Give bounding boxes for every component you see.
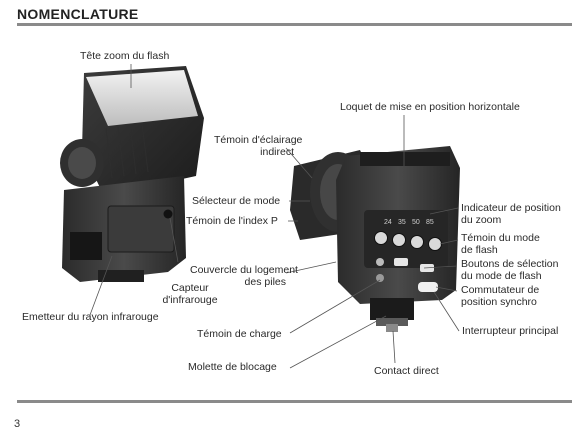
mode-button-1 <box>374 231 388 245</box>
label-capteur-line1: Capteur <box>171 282 209 294</box>
battery-cover <box>107 205 175 253</box>
label-temoin-eclairage: Témoin d'éclairage indirect <box>214 134 303 158</box>
zoom-scale-35: 35 <box>398 219 406 226</box>
label-couvercle: Couvercle du logement des piles <box>190 264 298 288</box>
mode-button-3 <box>410 235 424 249</box>
label-temoin-mode-line1: Témoin du mode <box>461 232 540 244</box>
label-tete-zoom: Tête zoom du flash <box>80 50 170 62</box>
main-switch <box>418 282 438 292</box>
right-flash-unit: 24 35 50 85 <box>290 146 460 332</box>
zoom-scale-85: 85 <box>426 219 434 226</box>
mode-button-2 <box>392 233 406 247</box>
label-boutons-selection: Boutons de sélection du mode de flash <box>461 258 558 282</box>
label-indicateur-line1: Indicateur de position <box>461 202 561 214</box>
label-temoin-eclairage-line1: Témoin d'éclairage <box>214 134 303 146</box>
label-temoin-eclairage-line2: indirect <box>260 146 294 158</box>
ir-sensor <box>163 209 173 219</box>
label-boutons-line2: du mode de flash <box>461 270 542 282</box>
label-capteur-line2: d'infrarouge <box>162 294 218 306</box>
lock-wheel <box>376 318 408 326</box>
top-rule <box>17 23 572 26</box>
label-contact: Contact direct <box>374 365 439 377</box>
label-temoin-charge: Témoin de charge <box>197 328 282 340</box>
left-flash-unit <box>60 66 204 282</box>
label-boutons-line1: Boutons de sélection <box>461 258 559 270</box>
label-couvercle-line1: Couvercle du logement <box>190 264 298 276</box>
label-molette: Molette de blocage <box>188 361 277 373</box>
index-p-lamp <box>376 258 384 266</box>
label-interrupteur: Interrupteur principal <box>462 325 559 337</box>
zoom-scale-24: 24 <box>384 219 392 226</box>
label-commutateur: Commutateur de position synchro <box>461 284 539 308</box>
mode-button-4 <box>428 237 442 251</box>
label-temoin-mode-line2: de flash <box>461 244 498 256</box>
label-temoin-index: Témoin de l'index P <box>186 215 278 227</box>
bottom-rule <box>17 400 572 403</box>
label-temoin-mode: Témoin du mode de flash <box>461 232 540 256</box>
page-number: 3 <box>14 418 21 430</box>
flash-lens-panel <box>86 70 198 126</box>
zoom-scale-50: 50 <box>412 219 420 226</box>
control-panel <box>364 210 448 268</box>
page-title: NOMENCLATURE <box>17 6 139 22</box>
charge-lamp <box>376 274 384 282</box>
label-indicateur-zoom: Indicateur de position du zoom <box>461 202 561 226</box>
slider-a <box>394 258 408 266</box>
label-emetteur: Emetteur du rayon infrarouge <box>22 311 159 323</box>
label-loquet: Loquet de mise en position horizontale <box>340 101 520 113</box>
label-capteur: Capteur d'infrarouge <box>160 282 220 306</box>
label-commutateur-line1: Commutateur de <box>461 284 540 296</box>
shoe-foot <box>370 298 414 320</box>
label-indicateur-line2: du zoom <box>461 214 502 226</box>
leader-lines <box>89 64 460 369</box>
label-selecteur-mode: Sélecteur de mode <box>192 195 281 207</box>
direct-contact <box>386 324 398 332</box>
label-commutateur-line2: position synchro <box>461 296 537 308</box>
ir-emitter-window <box>70 232 102 260</box>
label-couvercle-line2: des piles <box>244 276 286 288</box>
